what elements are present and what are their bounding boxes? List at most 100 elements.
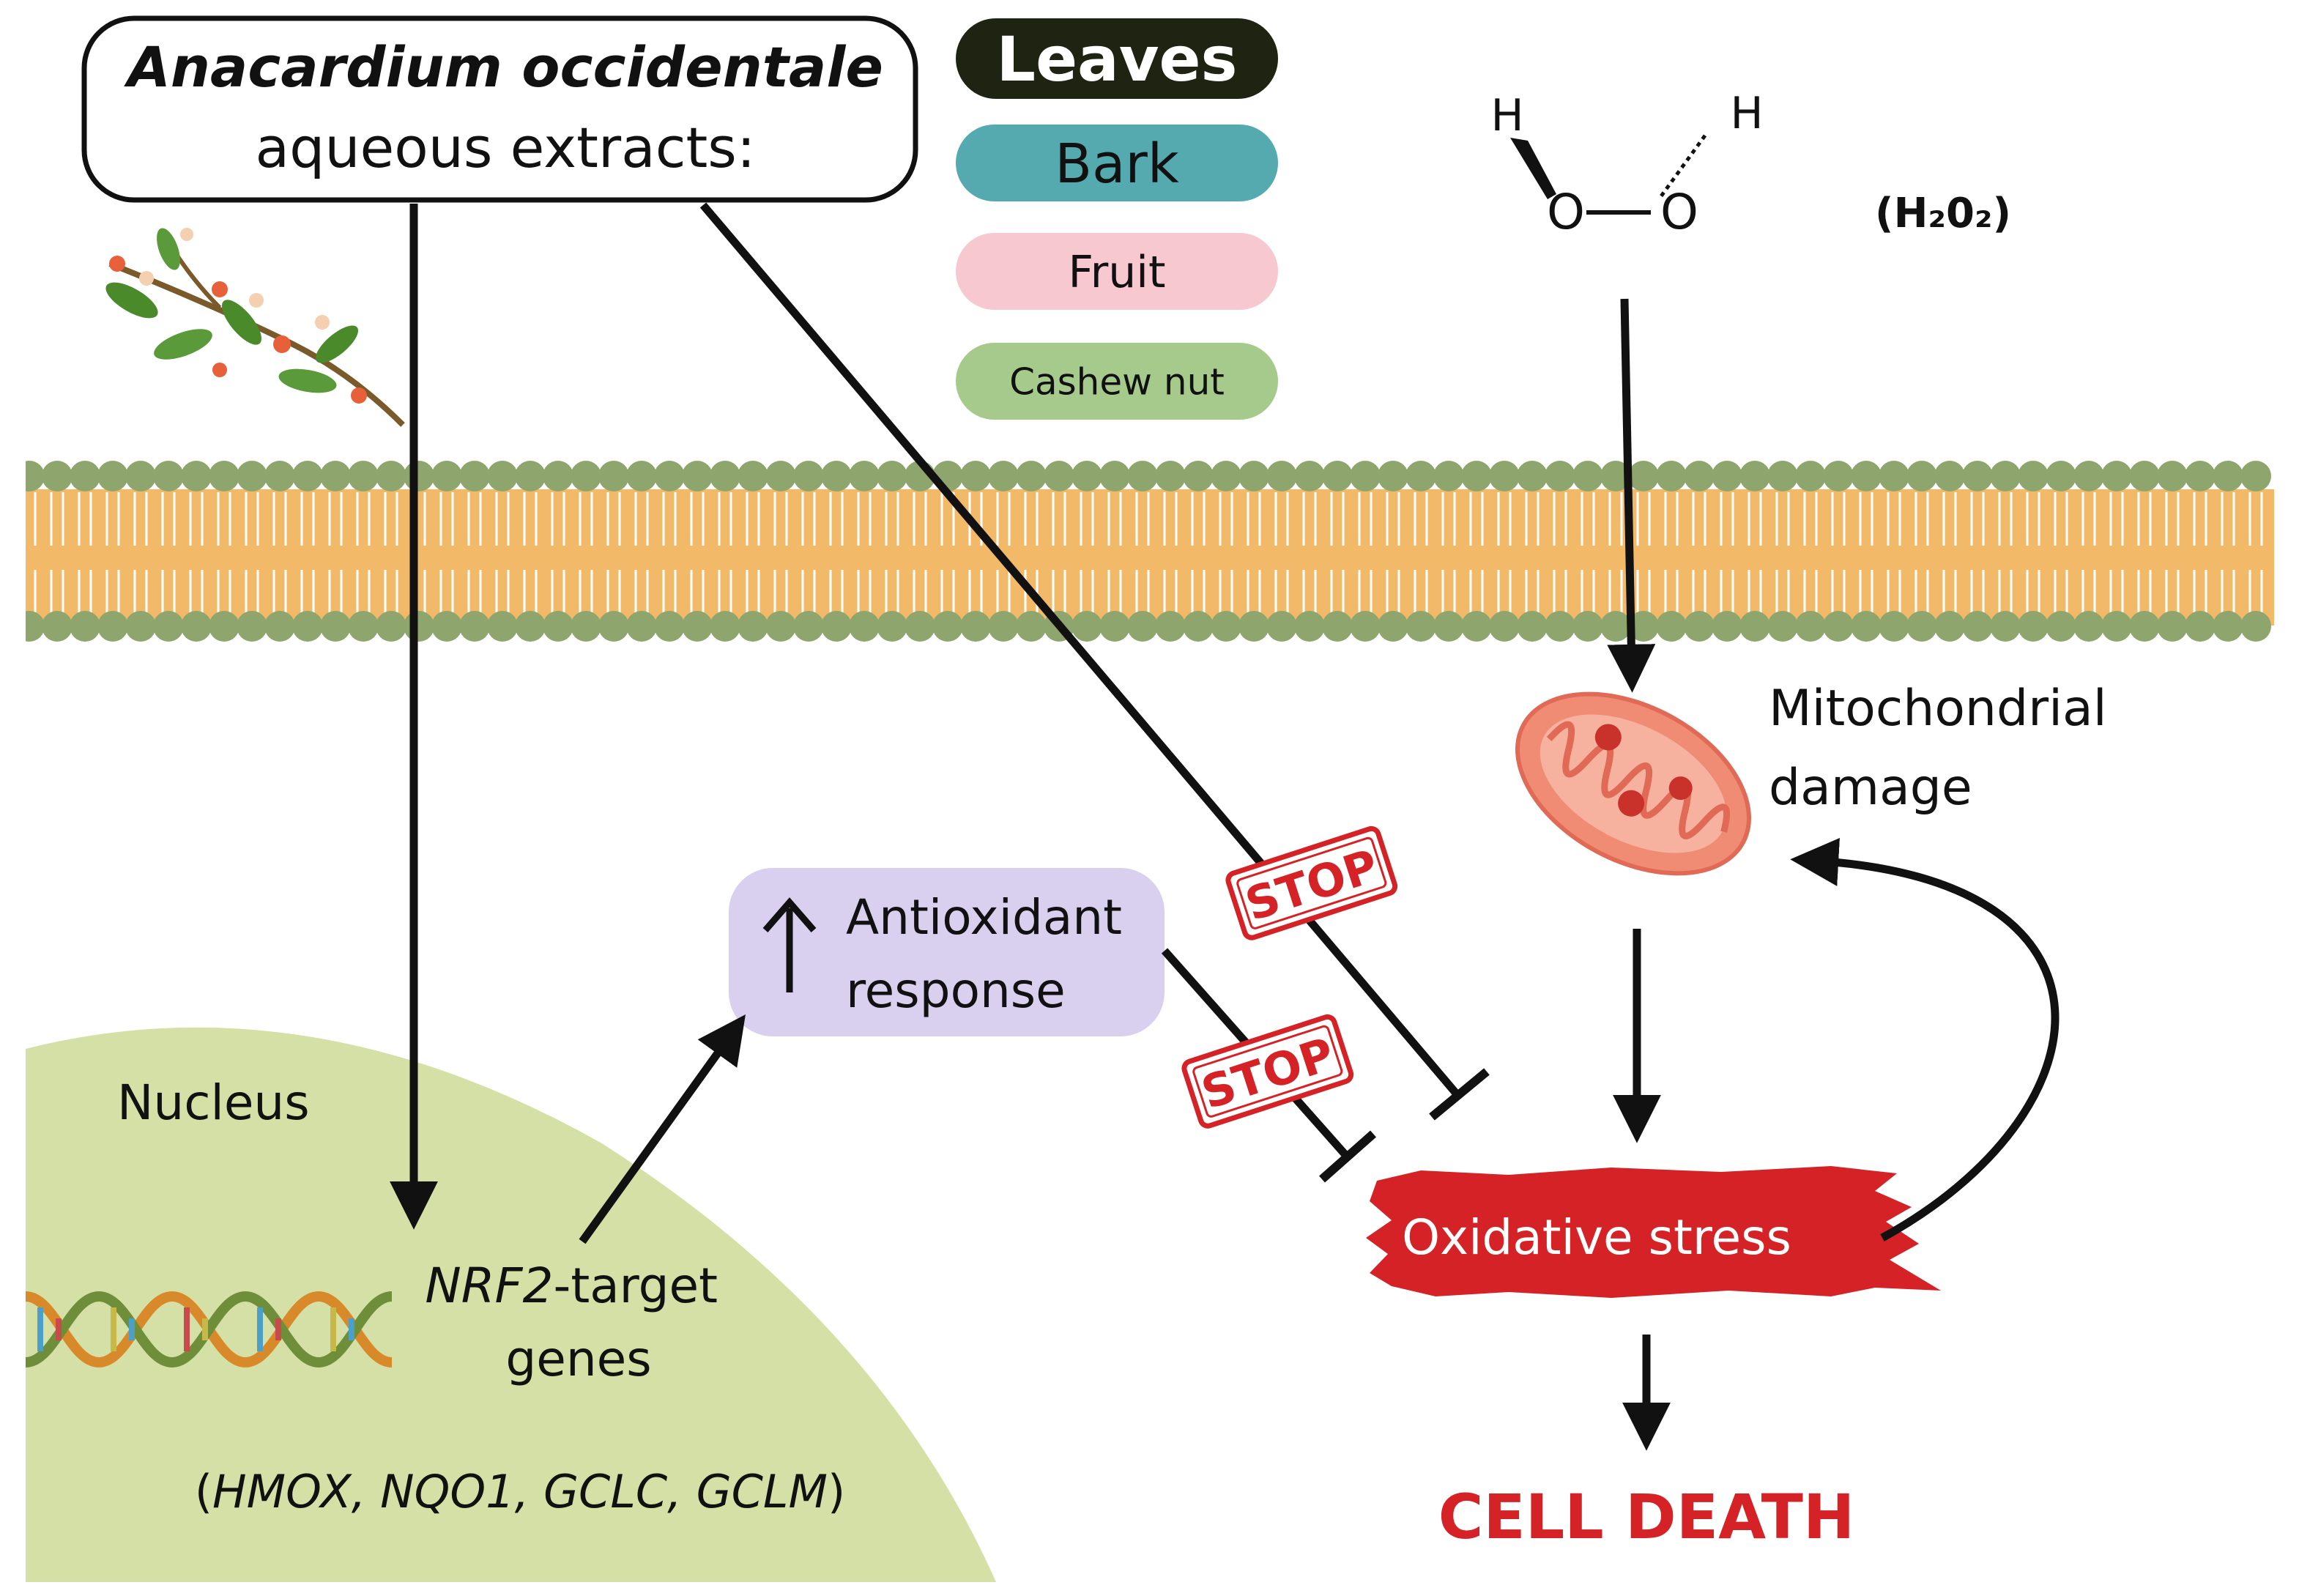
lipid-tail <box>2137 492 2152 614</box>
lipid-head <box>682 461 713 491</box>
nrf2-target-suffix: -target <box>554 1258 718 1314</box>
lipid-head <box>988 461 1019 491</box>
lipid-head <box>877 461 907 491</box>
cell-death-label: CELL DEATH <box>1438 1481 1855 1553</box>
lipid-head <box>1879 461 1909 491</box>
lipid-head <box>515 611 546 642</box>
lipid-head <box>2018 461 2049 491</box>
lipid-head <box>404 461 434 491</box>
lipid-tail <box>105 492 120 614</box>
lipid-head <box>1934 461 1965 491</box>
lipid-head <box>765 461 796 491</box>
lipid-head <box>1572 611 1603 642</box>
nrf2-gene-name: NRF2 <box>425 1258 553 1314</box>
lipid-tail <box>746 492 760 614</box>
lipid-head <box>1767 461 1798 491</box>
lipid-head <box>1266 611 1297 642</box>
lipid-head <box>320 611 351 642</box>
nucleus <box>26 1027 996 1582</box>
lipid-head <box>821 611 852 642</box>
lipid-tail <box>384 492 398 614</box>
lipid-head <box>153 461 184 491</box>
lipid-head <box>515 461 546 491</box>
lipid-head <box>125 611 156 642</box>
atom-o-right: O <box>1660 184 1698 240</box>
mitochondrial-damage-line2: damage <box>1769 759 1972 817</box>
lipid-head <box>1823 461 1854 491</box>
gene-list: (HMOX, NQO1, GCLC, GCLM) <box>195 1465 845 1518</box>
lipid-head <box>682 611 713 642</box>
lipid-head <box>654 461 685 491</box>
extract-pill-bg <box>956 343 1278 420</box>
lipid-tail <box>272 492 287 614</box>
lipid-head <box>1712 461 1742 491</box>
lipid-head <box>849 611 880 642</box>
lipid-head <box>1656 461 1687 491</box>
lipid-tail <box>2109 492 2124 614</box>
lipid-head <box>2240 611 2271 642</box>
lipid-head <box>1183 461 1214 491</box>
lipid-head <box>1572 461 1603 491</box>
lipid-tail <box>551 492 565 614</box>
extract-subtitle: aqueous extracts: <box>256 115 756 180</box>
lipid-head <box>70 611 100 642</box>
membrane-lipid-heads <box>26 461 2271 642</box>
extract-type-fruit: Fruit <box>956 233 1278 310</box>
lipid-head <box>1071 461 1102 491</box>
cell-membrane <box>26 461 2274 642</box>
lipid-head <box>1962 461 1993 491</box>
lipid-tail <box>1247 492 1261 614</box>
extract-pill-label: Bark <box>1055 133 1179 196</box>
lipid-head <box>1099 611 1130 642</box>
lipid-head <box>125 461 156 491</box>
extract-pill-bg <box>956 233 1278 310</box>
lipid-head <box>1684 461 1715 491</box>
lipid-tail <box>2026 492 2040 614</box>
lipid-head <box>1433 611 1464 642</box>
lipid-tail <box>1302 492 1317 614</box>
lipid-tail <box>1219 492 1233 614</box>
lipid-head <box>626 611 657 642</box>
mitochondrial-damage-line1: Mitochondrial <box>1769 680 2107 738</box>
lipid-head <box>97 611 128 642</box>
atom-h-left: H <box>1490 90 1523 141</box>
antioxidant-response-box <box>729 868 1165 1036</box>
lipid-tail <box>1386 492 1400 614</box>
lipid-head <box>2046 461 2076 491</box>
lipid-head <box>849 461 880 491</box>
extract-pill-label: Leaves <box>997 23 1238 95</box>
lipid-head <box>431 461 462 491</box>
lipid-head <box>1600 611 1631 642</box>
lipid-tail <box>189 492 204 614</box>
up-arrow-icon <box>762 897 817 992</box>
lipid-tail <box>857 492 872 614</box>
lipid-tail <box>913 492 927 614</box>
lipid-head <box>1266 461 1297 491</box>
lipid-head <box>237 611 267 642</box>
cashew-branch-icon <box>105 228 405 427</box>
lipid-head <box>2157 611 2188 642</box>
lipid-tail <box>885 492 899 614</box>
nucleus-label: Nucleus <box>117 1074 310 1131</box>
lipid-tail <box>1775 492 1790 614</box>
antioxidant-line1: Antioxidant <box>846 889 1122 946</box>
lipid-head <box>1795 461 1826 491</box>
lipid-tail <box>1581 492 1595 614</box>
lipid-head <box>2129 461 2160 491</box>
lipid-head <box>1322 611 1353 642</box>
lipid-head <box>543 461 573 491</box>
lipid-tail <box>1414 492 1428 614</box>
oxidative-stress-brush <box>1366 1166 1941 1298</box>
lipid-head <box>738 611 768 642</box>
lipid-tail <box>1107 492 1122 614</box>
lipid-tail <box>161 492 176 614</box>
lipid-head <box>1433 461 1464 491</box>
lipid-tail <box>1636 492 1651 614</box>
lipid-tail <box>634 492 649 614</box>
lipid-head <box>654 611 685 642</box>
lipid-head <box>1656 611 1687 642</box>
lipid-tail <box>1330 492 1345 614</box>
genes-label: genes <box>505 1331 651 1387</box>
lipid-tail <box>1970 492 1985 614</box>
lipid-head <box>264 461 295 491</box>
